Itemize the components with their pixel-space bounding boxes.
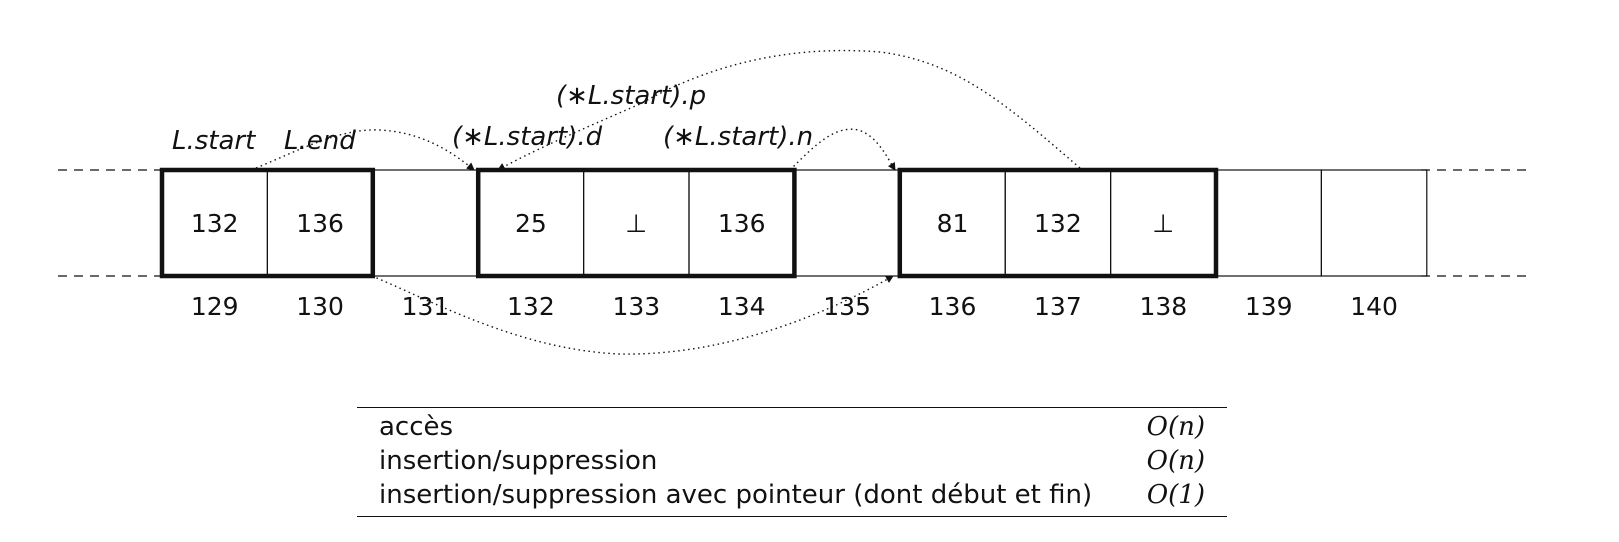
start-n-label: (∗L.start).n <box>663 122 813 152</box>
arrow-p-to-132 <box>497 49 1081 171</box>
memory-cell-129: 132 <box>161 169 269 277</box>
memory-diagram: 132 136 25 ⊥ 136 81 132 ⊥ 129 130 131 132 133 134 135… <box>58 49 1530 355</box>
memory-cell-132: 25 <box>477 169 585 277</box>
address-index-137: 137 <box>1034 292 1082 321</box>
start-d-label: (∗L.start).d <box>452 122 603 152</box>
memory-cell-135 <box>793 169 901 277</box>
memory-cell-130: 136 <box>266 169 374 277</box>
cell-value: ⊥ <box>625 209 647 238</box>
complexity-row: accès O(n) <box>357 410 1227 444</box>
complexity-table: accès O(n) insertion/suppression O(n) in… <box>357 407 1227 517</box>
memory-cell-131 <box>372 169 479 277</box>
list-header-block <box>159 167 376 279</box>
address-index-133: 133 <box>612 292 660 321</box>
memory-cell-139 <box>1215 169 1323 277</box>
cell-value: 132 <box>191 209 239 238</box>
address-index-132: 132 <box>507 292 555 321</box>
cell-value: 25 <box>515 209 547 238</box>
operation-label: insertion/suppression avec pointeur (don… <box>379 480 1093 510</box>
cell-value: 81 <box>937 209 969 238</box>
address-index-140: 140 <box>1350 292 1398 321</box>
l-start-label: L.start <box>172 126 256 156</box>
memory-cell-136: 81 <box>899 169 1006 277</box>
address-index-134: 134 <box>718 292 766 321</box>
address-index-131: 131 <box>402 292 450 321</box>
cost-value: O(n) <box>1146 412 1205 442</box>
arrow-l-start-to-132 <box>255 129 475 171</box>
l-end-label: L.end <box>284 126 356 156</box>
memory-cell-137: 132 <box>1004 169 1112 277</box>
memory-cell-138: ⊥ <box>1109 169 1217 277</box>
cell-value: 136 <box>296 209 344 238</box>
cost-value: O(n) <box>1146 446 1205 476</box>
memory-cell-134: 136 <box>688 169 796 277</box>
node-block-132 <box>475 167 797 279</box>
node-block-136 <box>897 167 1219 279</box>
cell-value: ⊥ <box>1152 209 1174 238</box>
cell-value: 132 <box>1034 209 1082 238</box>
address-index-136: 136 <box>929 292 977 321</box>
operation-label: accès <box>379 412 454 442</box>
complexity-row: insertion/suppression O(n) <box>357 444 1227 478</box>
address-index-129: 129 <box>191 292 239 321</box>
complexity-row: insertion/suppression avec pointeur (don… <box>357 478 1227 512</box>
memory-cell-133: ⊥ <box>582 169 690 277</box>
start-p-label: (∗L.start).p <box>556 81 706 111</box>
cost-value: O(1) <box>1146 480 1205 510</box>
cell-value: 136 <box>718 209 766 238</box>
address-index-135: 135 <box>823 292 871 321</box>
operation-label: insertion/suppression <box>379 446 658 476</box>
memory-cell-140 <box>1320 169 1428 277</box>
address-index-138: 138 <box>1139 292 1187 321</box>
address-index-139: 139 <box>1245 292 1293 321</box>
address-index-130: 130 <box>296 292 344 321</box>
